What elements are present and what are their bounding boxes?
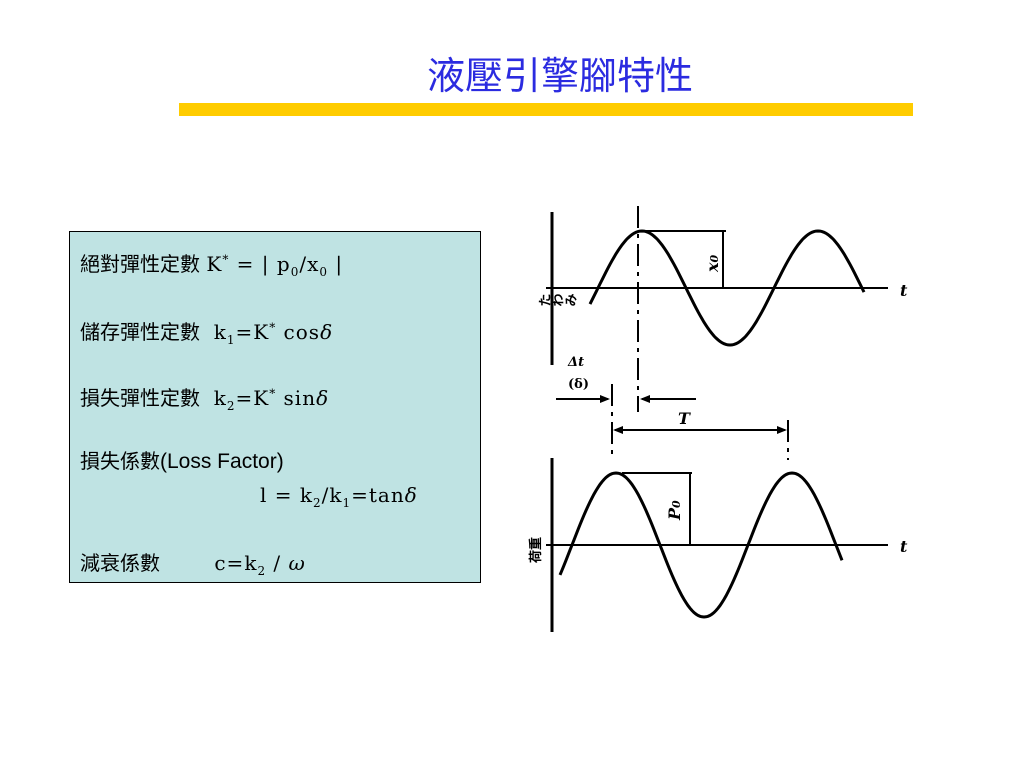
slash-text: /x [299, 251, 320, 276]
loss-factor-expr: l = k2/k1=tanδ [260, 482, 418, 516]
delta-symbol: δ [316, 385, 330, 410]
top-ylabel: たわみ [538, 294, 577, 310]
force-wave [558, 471, 844, 619]
bottom-ylabel: 荷重 [528, 537, 544, 564]
loss-modulus-line: 損失彈性定數 k2=K* sinδ [80, 380, 329, 419]
bottom-t-label: t [900, 537, 908, 556]
fn-text: sin [276, 385, 317, 410]
sub-k2: 2 [257, 564, 267, 578]
page-title: 液壓引擎腳特性 [426, 54, 693, 98]
formula-box: 絕對彈性定數 K* = | p0/x0 | 儲存彈性定數 k1=K* cosδ … [69, 231, 481, 583]
absolute-modulus-expr: K* = | p0/x0 | [206, 251, 344, 279]
k-symbol: k [213, 319, 227, 344]
sub-k: 1 [226, 332, 236, 347]
sub-k: 2 [226, 398, 236, 413]
div-text: / [266, 551, 289, 575]
sub-p: 0 [290, 264, 300, 279]
eq-text: = | p [229, 251, 291, 276]
force-label: P0 [665, 500, 684, 521]
period-arrow-left-head [613, 426, 623, 434]
delta-symbol: δ [404, 483, 418, 507]
phase-sub-label: (δ) [568, 377, 589, 392]
damping-line: 減衰係數 c=k2 / ω [80, 550, 306, 584]
sub-k2: 2 [313, 496, 322, 510]
delta-symbol: δ [320, 319, 334, 344]
title-underline [179, 103, 913, 116]
absolute-modulus-label: 絕對彈性定數 [80, 251, 200, 276]
storage-modulus-line: 儲存彈性定數 k1=K* cosδ [80, 314, 333, 353]
amplitude-label: x0 [703, 254, 722, 273]
period-arrow-right-head [777, 426, 787, 434]
phase-label: Δt [567, 355, 584, 370]
lhs-text: l = k [260, 483, 313, 507]
loss-modulus-label: 損失彈性定數 [80, 385, 200, 410]
phase-arrow-left-head [600, 395, 610, 403]
sub-k1: 1 [342, 496, 352, 510]
star-sup: * [269, 386, 277, 400]
eq-text: =K [235, 319, 270, 344]
k-symbol: k [213, 385, 227, 410]
end-text: | [328, 251, 344, 276]
damping-label: 減衰係數 [80, 551, 160, 575]
omega-symbol: ω [288, 551, 306, 575]
storage-modulus-expr: k1=K* cosδ [206, 319, 334, 347]
absolute-modulus-line: 絕對彈性定數 K* = | p0/x0 | [80, 246, 343, 285]
star-sup: * [269, 320, 277, 334]
top-t-label: t [900, 281, 908, 300]
k-symbol: K [206, 251, 223, 276]
waveform-diagram: t たわみ x0 Δt (δ) T t 荷重 P0 [528, 206, 908, 632]
lhs-text: c=k [214, 551, 258, 575]
phase-arrow-right-head [640, 395, 650, 403]
loss-factor-line: 損失係數(Loss Factor) [80, 448, 284, 475]
period-label: T [678, 409, 691, 428]
storage-modulus-label: 儲存彈性定數 [80, 319, 200, 344]
star-sup: * [222, 252, 230, 266]
sub-x: 0 [319, 264, 328, 279]
loss-factor-english: (Loss Factor) [160, 450, 284, 473]
eq-text: =K [235, 385, 270, 410]
fn-text: =tan [351, 483, 405, 507]
loss-factor-label: 損失係數 [80, 449, 160, 473]
loss-modulus-expr: k2=K* sinδ [206, 385, 330, 413]
fn-text: cos [276, 319, 321, 344]
displacement-wave [588, 229, 866, 347]
damping-expr: c=k2 / ω [214, 551, 306, 578]
mid-text: /k [321, 483, 343, 507]
